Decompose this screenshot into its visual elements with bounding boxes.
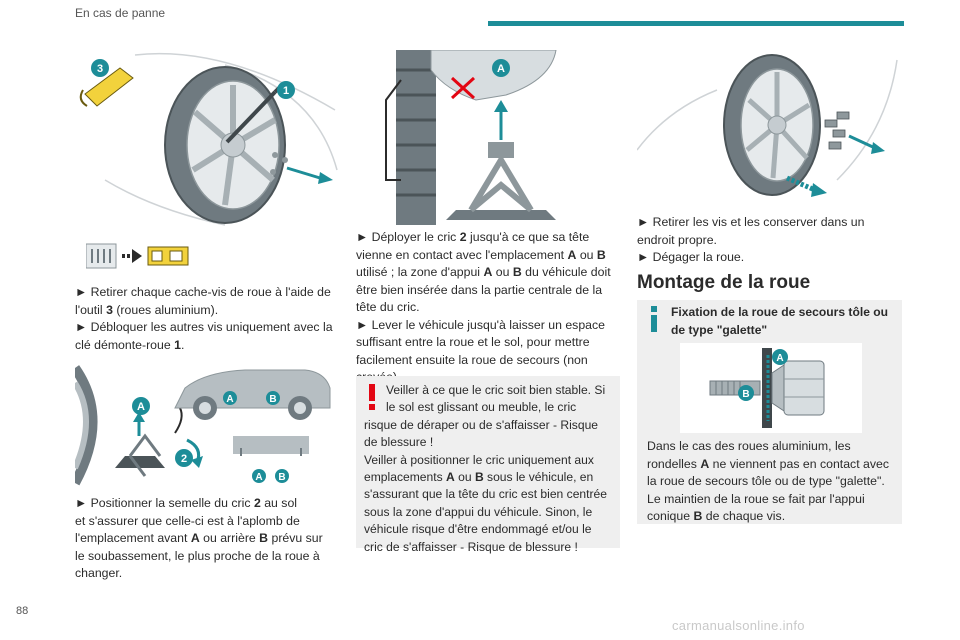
text-line: la roue de secours tôle ou de type "gale… [647,474,885,488]
watermark: carmanualsonline.info [672,618,805,633]
text-line: ► Retirer chaque cache-vis de roue à l'a… [75,285,331,299]
text-line: Veiller à positionner le cric uniquement… [364,452,594,467]
wheel-removal-illustration: 3 1 [75,50,341,235]
text-line: Dans le cas des roues aluminium, les [647,439,851,453]
label-a: A [255,472,262,483]
label-a: A [776,353,783,364]
text-line: l'outil [75,302,107,317]
text-line: Veiller à ce que le cric soit bien stabl… [386,383,606,397]
text-line: Fixation de la roue de secours tôle ou [671,305,889,319]
text-line: emplacements [364,470,447,485]
text-line: prévu sur [268,531,323,545]
text-line: du véhicule doit [521,265,611,279]
instruction-remove-bolts: ► Retirer les vis et les conserver dans … [637,214,905,267]
text-line: ► Retirer les vis et les conserver dans … [637,215,865,229]
ref-label: B [693,509,703,523]
ref-label: A [567,247,577,262]
page-number: 88 [16,605,29,617]
text-line: conique [647,509,694,523]
text-line: tête du cric. [356,300,420,314]
section-title: Montage de la roue [637,272,811,293]
wheel-bolt-illustration: A B [680,343,862,433]
text-line: . [180,337,185,352]
warning-exclamation-icon [369,384,375,410]
text-line: ou [454,470,475,485]
label-3: 3 [97,63,103,75]
text-line: ► Lever le véhicule jusqu'à laisser un e… [356,317,605,332]
text-line: clé démonte-roue [75,337,175,352]
jack-lifting-illustration: A [356,50,621,225]
text-line: ou [576,247,597,262]
text-line: ► Positionner la semelle du cric [75,496,254,510]
text-line: endroit propre. [637,232,717,247]
text-line: suffisant entre la roue et le sol, pour … [356,335,590,349]
text-line: utilisé ; la zone d'appui [356,265,484,279]
ref-label: A [446,470,455,485]
bolt-removal-illustration [637,50,903,200]
text-line: le soubassement, le plus proche de la ro… [75,548,320,563]
text-line: de chaque vis. [702,509,786,523]
ref-label: 2 [459,230,467,244]
text-line: ou arrière [199,531,260,545]
label-1: 1 [283,85,289,97]
text-line: l'emplacement avant [75,531,191,545]
instruction-remove-caps: ► Retirer chaque cache-vis de roue à l'a… [75,284,340,354]
instruction-deploy-jack: ► Déployer le cric 2 jusqu'à ce que sa t… [356,229,621,387]
label-b: B [278,472,285,483]
ref-label: B [512,265,522,279]
text-line: facilement ensuite la roue de secours (n… [356,352,588,367]
label-a: A [137,401,145,413]
text-line: jusqu'à ce que sa tête [466,230,590,244]
warning-text: Veiller à ce que le cric soit bien stabl… [364,382,616,556]
ref-label: A [483,265,493,279]
text-line: ou [492,265,513,279]
text-line: ► Déployer le cric [356,230,460,244]
text-line: de blessure ! [364,435,434,450]
text-line: Le maintien de la roue se fait par l'app… [647,491,865,506]
text-line: et s'assurer que celle-ci est à l'aplomb… [75,513,300,528]
text-line: le sol est glissant ou meuble, le cric [386,400,577,415]
text-line: rondelles [647,456,701,471]
text-line: risque de déraper ou de s'affaisser - Ri… [364,417,599,432]
text-line: de type "galette" [671,322,768,337]
info-title: Fixation de la roue de secours tôle ou d… [671,304,896,339]
ref-label: B [474,470,484,485]
ref-label: A [190,531,200,545]
ref-label: B [596,247,606,262]
label-2: 2 [181,453,187,465]
text-line: changer. [75,566,123,580]
text-line: ne viennent pas en contact avec [709,456,890,471]
info-icon [651,306,657,332]
warning-box [356,376,620,548]
text-line: sous le véhicule, en [483,470,594,485]
jack-positioning-illustration: A 2 A B A B [75,358,341,490]
label-a: A [497,63,505,75]
instruction-position-jack: ► Positionner la semelle du cric 2 au so… [75,495,340,583]
bolt-cap-tool-icon [86,243,189,269]
ref-label: 1 [174,337,181,352]
text-line: au sol [260,496,298,510]
ref-label: 2 [253,496,261,510]
text-line: s'assurant que la tête du cric est bien … [364,487,607,502]
label-a: A [226,394,233,405]
text-line: véhicule risque d'être endommagé et/ou l… [364,522,592,537]
text-line: vienne en contact avec l'emplacement [356,247,568,262]
label-b: B [269,394,276,405]
header-section-title: En cas de panne [75,6,166,20]
ref-label: B [259,531,269,545]
text-line: cric de s'affaisser - Risque de blessure… [364,539,578,554]
info-text: Dans le cas des roues aluminium, les ron… [647,438,897,526]
text-line: (roues aluminium). [112,302,219,317]
header-accent-bar [488,21,904,26]
text-line: ► Débloquer les autres vis uniquement av… [75,320,333,334]
ref-label: A [700,456,710,471]
ref-label: 3 [106,302,113,317]
label-b: B [742,389,749,400]
text-line: être bien insérée dans la partie central… [356,282,603,297]
text-line: sous la zone d'appui du véhicule. Sinon,… [364,504,593,519]
text-line: ► Dégager la roue. [637,250,745,264]
